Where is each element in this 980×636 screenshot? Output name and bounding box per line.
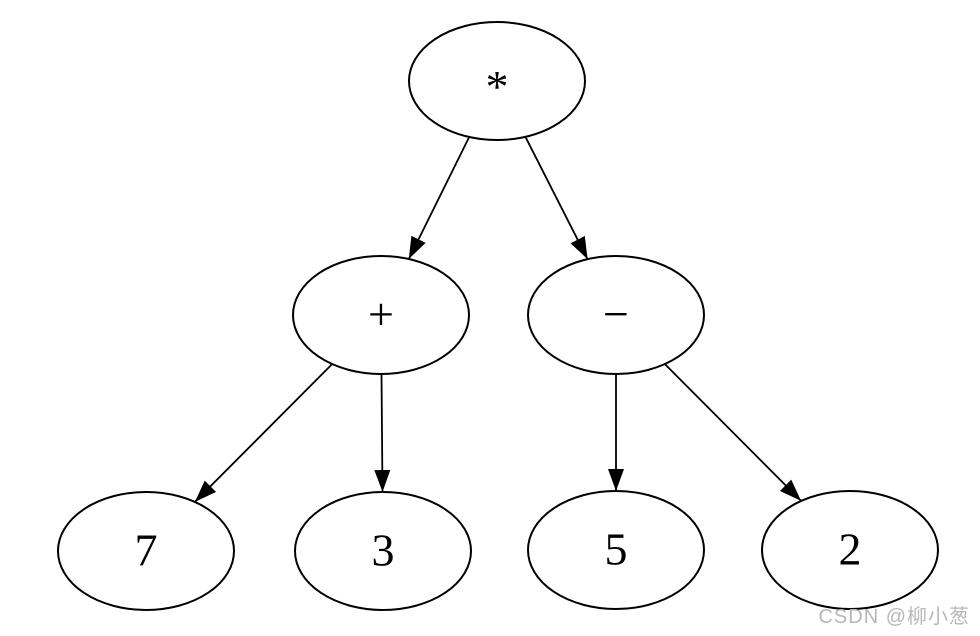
tree-edge-root-plus [407,136,471,260]
tree-edge-minus-leaf2 [664,363,802,502]
node-ellipse [294,491,472,611]
node-label-leaf7: 7 [135,525,158,576]
tree-edge-root-minus [524,136,589,260]
tree-node-plus: + [292,255,470,375]
tree-edge-plus-leaf7 [194,363,333,503]
node-ellipse [408,21,586,141]
tree-node-leaf3: 3 [294,491,472,611]
node-ellipse [527,490,705,610]
node-label-root: * [486,61,509,112]
tree-node-root: * [408,21,586,141]
node-ellipse [57,491,235,611]
node-label-leaf3: 3 [372,525,395,576]
node-label-leaf5: 5 [605,524,628,575]
tree-node-leaf7: 7 [57,491,235,611]
tree-node-minus: − [527,255,705,375]
node-ellipse [761,490,939,610]
tree-edge-plus-leaf3 [374,373,391,493]
node-label-plus: + [368,289,394,340]
tree-node-leaf2: 2 [761,490,939,610]
node-label-leaf2: 2 [839,524,862,575]
node-ellipse [292,255,470,375]
tree-node-leaf5: 5 [527,490,705,610]
node-ellipse [527,255,705,375]
node-label-minus: − [603,289,629,340]
